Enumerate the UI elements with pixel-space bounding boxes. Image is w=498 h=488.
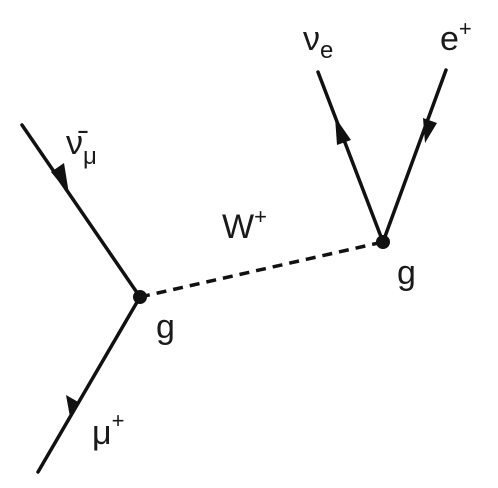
mu-plus-arrow-icon — [66, 395, 80, 417]
nu-mu-bar-sub: μ — [83, 143, 97, 170]
nu-mu-bar-arrow-icon — [51, 163, 69, 194]
nu-e-line — [316, 70, 385, 244]
w-boson-sup: + — [254, 204, 267, 229]
left-vertex-label: g — [156, 308, 175, 346]
nu-mu-bar-line — [20, 123, 142, 299]
mu-plus-label: μ+ — [92, 408, 124, 452]
mu-plus-sup: + — [112, 408, 125, 433]
e-plus-line — [381, 68, 448, 244]
e-plus-sup: + — [459, 16, 472, 41]
w-boson-label: W+ — [222, 204, 267, 246]
w-boson-base: W — [222, 208, 254, 246]
nu-e-sub: e — [320, 37, 333, 64]
nu-mu-bar-label: ν̄μ — [66, 124, 97, 170]
nu-e-label: νe — [303, 20, 333, 64]
right-vertex-dot — [376, 235, 390, 249]
e-plus-arrow-icon — [423, 118, 437, 143]
nu-mu-bar-base: ν̄ — [66, 124, 88, 162]
right-vertex-label: g — [397, 254, 416, 292]
w-boson-propagator — [139, 240, 384, 299]
nu-e-arrow-icon — [335, 117, 351, 145]
e-plus-label: e+ — [440, 16, 472, 58]
mu-plus-line — [36, 295, 142, 474]
mu-plus-base: μ — [92, 414, 112, 452]
e-plus-base: e — [440, 20, 459, 58]
left-vertex-dot — [133, 290, 147, 304]
nu-e-base: ν — [303, 20, 320, 58]
